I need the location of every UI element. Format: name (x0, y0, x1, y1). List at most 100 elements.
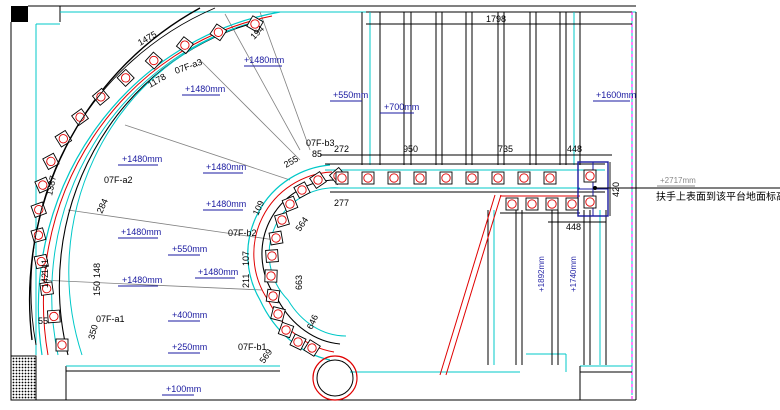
baluster-post (42, 152, 60, 171)
dim-646: 646 (305, 313, 320, 331)
dim-448-bottom: 448 (566, 222, 581, 232)
baluster-post (46, 309, 61, 324)
dim-55: 55 (38, 316, 48, 326)
baluster-post (583, 195, 597, 209)
dim-148: 148 (92, 263, 102, 278)
elevation-1600: +1600mm (596, 90, 636, 100)
building-outline (10, 5, 637, 401)
elevation-550-top: +550mm (333, 90, 368, 100)
baluster-post (264, 269, 278, 283)
elevation-1480-d: +1480mm (206, 199, 246, 209)
newel-post (312, 355, 358, 401)
dim-272: 272 (334, 144, 349, 154)
baluster-post (387, 171, 401, 185)
baluster-post (361, 171, 375, 185)
dim-420: 420 (611, 182, 621, 197)
baluster-post (565, 197, 579, 211)
baluster-post (55, 338, 69, 352)
baluster-post (491, 171, 505, 185)
dim-735: 735 (498, 144, 513, 154)
elevation-700: +700mm (384, 102, 419, 112)
baluster-post (289, 333, 307, 351)
straight-stair-treads (361, 12, 607, 376)
dim-85: 85 (312, 149, 322, 159)
elevation-1480-c: +1480mm (206, 162, 246, 172)
baluster-post (268, 230, 284, 246)
label-07F-b2: 07F-b2 (228, 228, 257, 238)
elevation-1480-top: +1480mm (244, 55, 284, 65)
label-07F-a2: 07F-a2 (104, 175, 133, 185)
dim-107: 107 (241, 251, 251, 266)
baluster-post (281, 195, 299, 213)
baluster-post (246, 15, 264, 33)
baluster-post (265, 288, 281, 304)
baluster-post (543, 171, 557, 185)
dim-350: 350 (86, 323, 100, 340)
dim-1798: 1798 (486, 14, 506, 24)
baluster-post (525, 197, 539, 211)
dim-1387: 1387 (44, 175, 58, 197)
baluster-post (91, 87, 111, 106)
baluster-post (505, 197, 519, 211)
baluster-post (277, 321, 295, 339)
elevation-markers: +1480mm +1480mm +550mm +700mm +1600mm +1… (118, 55, 696, 396)
baluster-post (583, 169, 597, 183)
column-block (11, 6, 28, 22)
dimension-lines (30, 7, 632, 346)
baluster-post (144, 51, 163, 70)
baluster-post (39, 281, 54, 296)
dim-564: 564 (293, 215, 310, 233)
elevation-2717: +2717mm (660, 176, 696, 185)
baluster-post (116, 68, 135, 88)
dim-255: 255 (282, 154, 300, 170)
note-leader (593, 186, 780, 190)
elevation-100: +100mm (166, 384, 201, 394)
elevation-1480-g: +1480mm (122, 275, 162, 285)
baluster-post (309, 171, 327, 189)
baluster-post (517, 171, 531, 185)
elevation-1892: +1892mm (537, 256, 546, 292)
elevation-1740: +1740mm (569, 256, 578, 292)
baluster-post (270, 306, 286, 322)
baluster-post (265, 249, 279, 263)
dim-448-top: 448 (567, 144, 582, 154)
baluster-post (54, 129, 73, 148)
dim-950: 950 (403, 144, 418, 154)
baluster-post (465, 171, 479, 185)
baluster-post (30, 227, 47, 244)
dim-284: 284 (95, 197, 110, 215)
elevation-250: +250mm (172, 342, 207, 352)
section-labels: 07F-a3 07F-a2 07F-a1 07F-b3 07F-b2 07F-b… (96, 57, 780, 352)
baluster-post (439, 171, 453, 185)
baluster-posts (30, 15, 597, 357)
elevation-1480-a: +1480mm (185, 84, 225, 94)
radial-guides (39, 11, 311, 291)
baluster-post (335, 171, 349, 185)
railing-height-note: 扶手上表面到该平台地面标高 (656, 190, 780, 203)
baluster-post (30, 201, 48, 218)
dim-663: 663 (294, 275, 304, 290)
baluster-post (71, 108, 90, 127)
label-07F-b1: 07F-b1 (238, 342, 267, 352)
horizontal-railing (325, 161, 609, 217)
dim-141: 141 (40, 259, 50, 274)
elevation-1480-f: +1480mm (198, 267, 238, 277)
baluster-post (34, 176, 52, 194)
label-07F-a3: 07F-a3 (173, 57, 203, 76)
dim-142: 142 (40, 273, 50, 288)
baluster-post (545, 197, 559, 211)
baluster-post (274, 212, 290, 228)
elevation-1480-e: +1480mm (121, 227, 161, 237)
label-07F-a1: 07F-a1 (96, 314, 125, 324)
baluster-post (413, 171, 427, 185)
hatched-column (10, 355, 37, 401)
baluster-post (175, 36, 194, 55)
baluster-post (209, 23, 228, 42)
baluster-post (303, 339, 321, 357)
label-07F-b3: 07F-b3 (306, 138, 335, 148)
dim-211: 211 (241, 274, 251, 288)
elevation-550-b: +550mm (172, 244, 207, 254)
dim-150: 150 (92, 281, 102, 296)
